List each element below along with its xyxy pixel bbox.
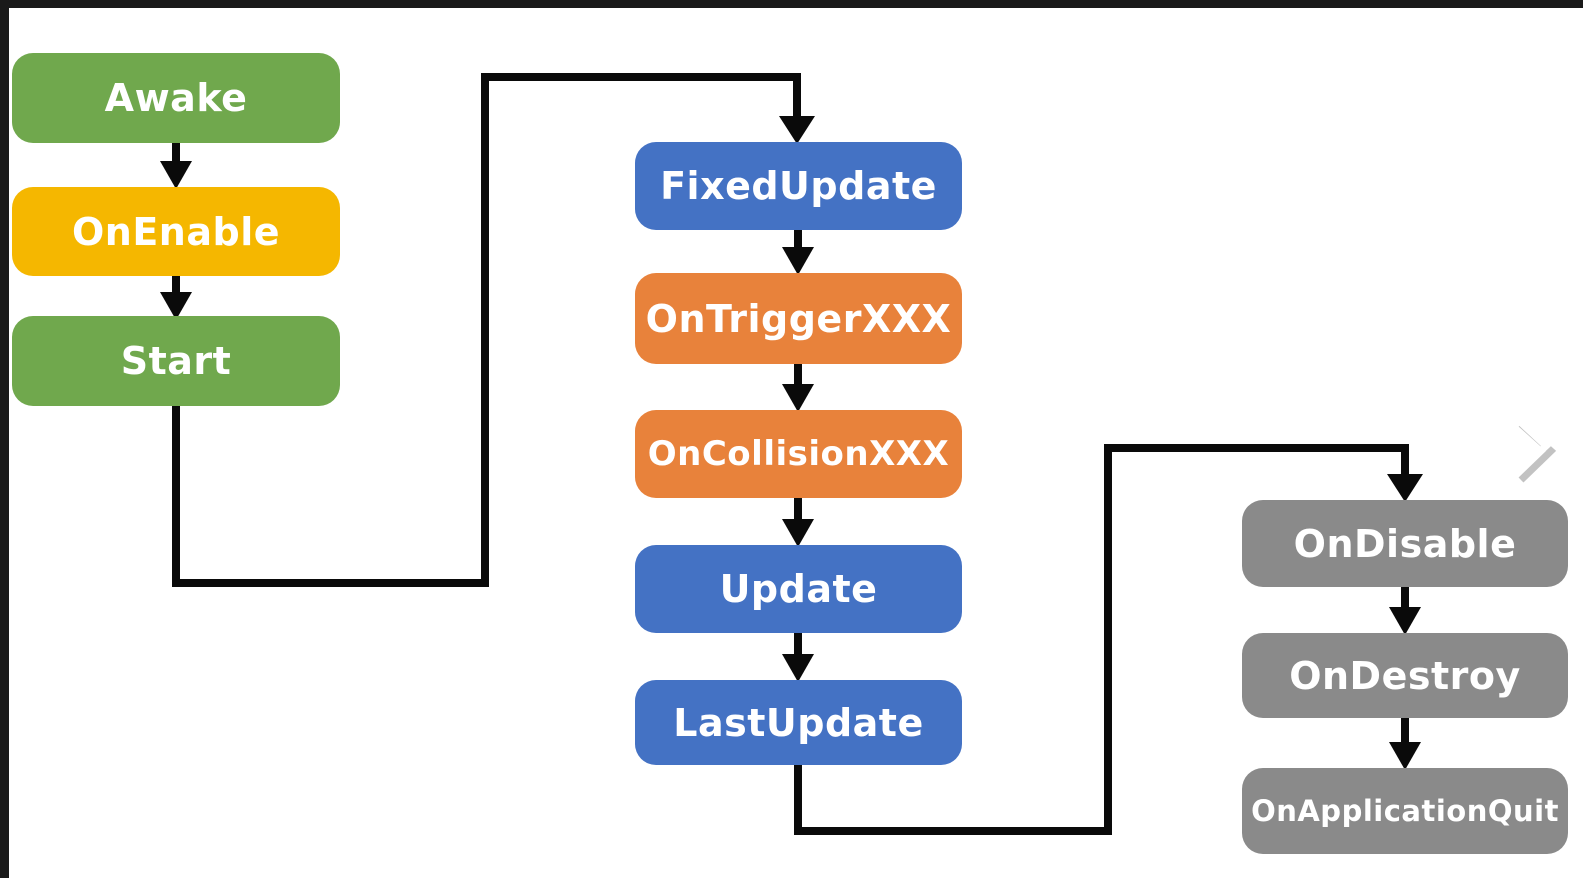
- node-update-label: Update: [719, 567, 878, 611]
- node-lastupdate-label: LastUpdate: [673, 700, 924, 745]
- node-awake-label: Awake: [104, 76, 248, 120]
- node-onenable: OnEnable: [12, 187, 340, 276]
- node-ondestroy-label: OnDestroy: [1289, 653, 1521, 698]
- node-ondestroy: OnDestroy: [1242, 633, 1568, 718]
- node-onapplicationquit: OnApplicationQuit: [1242, 768, 1568, 854]
- node-start: Start: [12, 316, 340, 406]
- node-awake: Awake: [12, 53, 340, 143]
- node-ondisable: OnDisable: [1242, 500, 1568, 587]
- node-onapplicationquit-label: OnApplicationQuit: [1251, 794, 1559, 828]
- frame-left-bar: [0, 8, 9, 878]
- node-fixedupdate-label: FixedUpdate: [660, 164, 937, 208]
- frame-top-bar: [0, 0, 1583, 8]
- node-update: Update: [635, 545, 962, 633]
- node-oncollisionxxx: OnCollisionXXX: [635, 410, 962, 498]
- node-fixedupdate: FixedUpdate: [635, 142, 962, 230]
- node-ondisable-label: OnDisable: [1293, 521, 1517, 566]
- node-ontriggerxxx: OnTriggerXXX: [635, 273, 962, 364]
- node-onenable-label: OnEnable: [71, 209, 280, 254]
- node-oncollisionxxx-label: OnCollisionXXX: [647, 434, 950, 474]
- next-chevron-icon[interactable]: [1513, 415, 1557, 483]
- node-ontriggerxxx-label: OnTriggerXXX: [645, 296, 952, 341]
- node-start-label: Start: [120, 339, 232, 383]
- node-lastupdate: LastUpdate: [635, 680, 962, 765]
